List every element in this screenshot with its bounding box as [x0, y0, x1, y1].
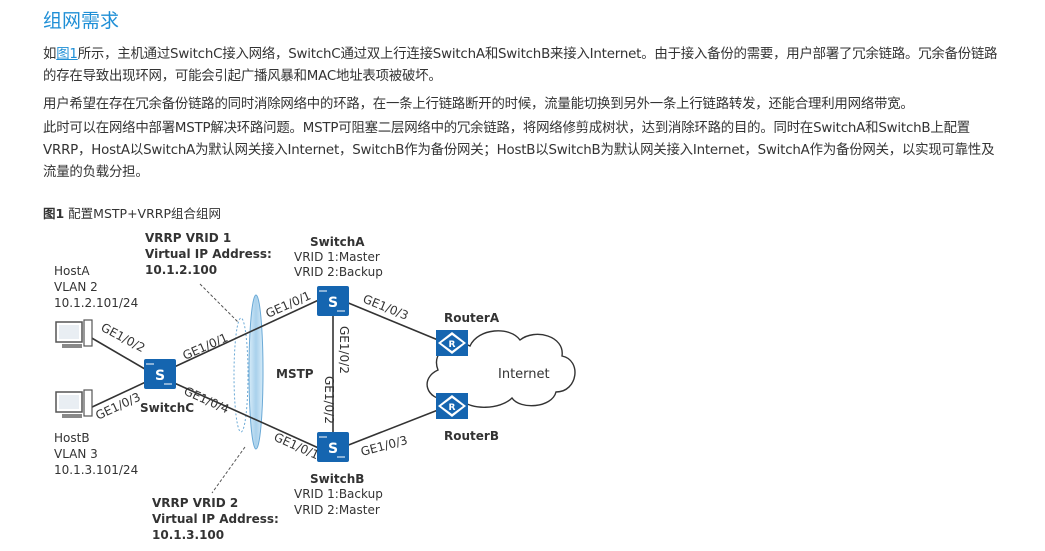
link-hostA-switchC: [89, 336, 151, 373]
port-b-a: GE1/0/2: [322, 376, 336, 424]
vrrp1-line1: VRRP VRID 1: [145, 231, 231, 245]
switchC-icon: S: [144, 359, 176, 389]
link-switchC-switchB: [171, 381, 324, 451]
mstp-label: MSTP: [276, 367, 314, 381]
routerA-icon: R: [436, 330, 468, 356]
figure-caption-text: 配置MSTP+VRRP组合组网: [64, 206, 222, 221]
port-hostA-c: GE1/0/2: [99, 320, 148, 355]
svg-text:S: S: [328, 295, 338, 311]
switchB-icon: S: [317, 432, 349, 462]
figure-link[interactable]: 图1: [56, 47, 78, 62]
figure-caption: 图1 配置MSTP+VRRP组合组网: [43, 203, 221, 222]
routerB-label: RouterB: [444, 429, 499, 443]
vrrp2-line2: Virtual IP Address:: [152, 512, 279, 526]
switchB-vrid1: VRID 1:Backup: [294, 487, 383, 501]
switchB-vrid2: VRID 2:Master: [294, 503, 380, 517]
vrrp1-line2: Virtual IP Address:: [145, 247, 272, 261]
paragraph-2: 用户希望在存在冗余备份链路的同时消除网络中的环路，在一条上行链路断开的时候，流量…: [43, 97, 914, 112]
figure-caption-number: 图1: [43, 206, 65, 221]
link-switchC-switchA: [171, 297, 324, 369]
port-a-c: GE1/0/1: [264, 288, 313, 320]
paragraph-3: 此时可以在网络中部署MSTP解决环路问题。MSTP可阻塞二层网络中的冗余链路，将…: [43, 121, 995, 180]
vrrp2-line3: 10.1.3.100: [152, 528, 224, 542]
internet-label: Internet: [498, 367, 550, 382]
vrrp2-line1: VRRP VRID 2: [152, 496, 238, 510]
switchA-icon: S: [317, 286, 349, 316]
switchB-name: SwitchB: [310, 472, 364, 486]
link-switchB-routerB: [345, 409, 439, 447]
link-switchA-routerA: [345, 301, 439, 341]
hostA-name: HostA: [54, 264, 90, 278]
paragraph-1-post: 所示，主机通过SwitchC接入网络，SwitchC通过双上行连接SwitchA…: [43, 47, 998, 84]
hostA-icon: [55, 319, 93, 348]
svg-text:R: R: [449, 403, 456, 413]
hostB-ip: 10.1.3.101/24: [54, 463, 138, 477]
port-b-c: GE1/0/1: [272, 430, 321, 462]
svg-text:R: R: [449, 340, 456, 350]
switchA-vrid2: VRID 2:Backup: [294, 265, 383, 279]
vrrp1-line3: 10.1.2.100: [145, 263, 217, 277]
vrrp-region: [248, 294, 264, 450]
switchA-vrid1: VRID 1:Master: [294, 250, 380, 264]
hostB-icon: [55, 389, 93, 418]
vrrp2-callout: [211, 446, 246, 494]
link-hostB-switchC: [89, 379, 151, 409]
port-a-b: GE1/0/2: [337, 326, 351, 374]
switchA-name: SwitchA: [310, 235, 365, 249]
paragraph-1: 如图1所示，主机通过SwitchC接入网络，SwitchC通过双上行连接Swit…: [43, 44, 1003, 88]
hostB-vlan: VLAN 3: [54, 447, 98, 461]
vrrp-region-outline: [233, 317, 249, 433]
routerA-label: RouterA: [444, 311, 500, 325]
routerB-icon: R: [436, 393, 468, 419]
svg-text:S: S: [155, 368, 165, 384]
paragraph-1-pre: 如: [43, 47, 57, 62]
switchC-name: SwitchC: [140, 401, 194, 415]
svg-text:S: S: [328, 441, 338, 457]
section-heading: 组网需求: [43, 10, 120, 32]
vrrp1-callout: [199, 283, 239, 323]
port-c-a: GE1/0/1: [181, 330, 230, 362]
hostA-ip: 10.1.2.101/24: [54, 296, 138, 310]
hostB-name: HostB: [54, 431, 90, 445]
hostA-vlan: VLAN 2: [54, 280, 98, 294]
port-b-r: GE1/0/3: [359, 433, 409, 459]
